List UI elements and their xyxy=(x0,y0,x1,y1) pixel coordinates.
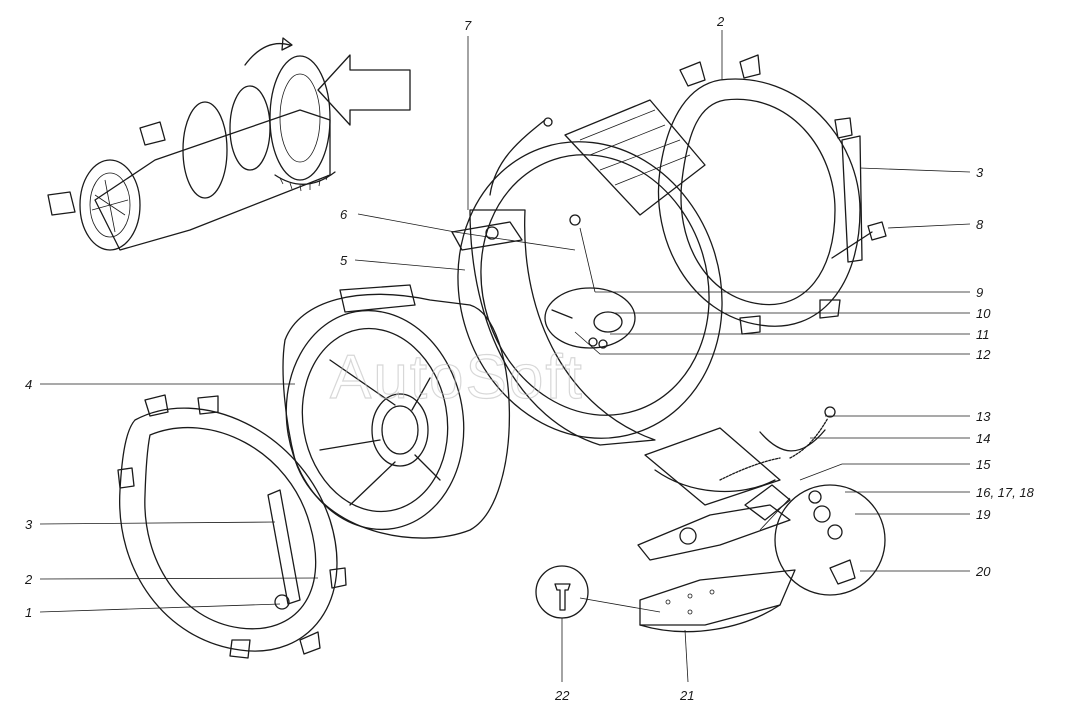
callout-22: 22 xyxy=(554,688,570,703)
callout-21: 21 xyxy=(679,688,694,703)
callout-2-top: 2 xyxy=(716,14,725,29)
callout-11: 11 xyxy=(976,327,990,342)
brake-drum xyxy=(451,99,723,446)
callout-8: 8 xyxy=(976,217,984,232)
callout-1: 1 xyxy=(25,605,32,620)
callout-19: 19 xyxy=(976,507,990,522)
callout-5: 5 xyxy=(340,253,348,268)
callout-12: 12 xyxy=(976,347,991,362)
callout-6: 6 xyxy=(340,207,348,222)
callout-9: 9 xyxy=(976,285,983,300)
callout-labels: 7 2 3 6 8 5 9 10 11 12 4 13 14 15 16, 17… xyxy=(24,14,1035,703)
callout-20: 20 xyxy=(975,564,991,579)
callout-7: 7 xyxy=(464,18,472,33)
watermark: AutoSoft xyxy=(330,343,584,412)
lever-bracket xyxy=(637,484,886,596)
callout-2-left: 2 xyxy=(24,572,33,587)
callout-3-left: 3 xyxy=(25,517,33,532)
rivet-22 xyxy=(535,565,589,619)
callout-13: 13 xyxy=(976,409,991,424)
overview-inset xyxy=(47,37,411,251)
callout-14: 14 xyxy=(976,431,990,446)
callout-16-17-18: 16, 17, 18 xyxy=(976,485,1035,500)
callout-10: 10 xyxy=(976,306,991,321)
ring-2-3-left xyxy=(117,394,347,659)
leader-lines xyxy=(39,30,971,683)
brake-shoe-21 xyxy=(639,569,796,633)
callout-3-right: 3 xyxy=(976,165,984,180)
callout-15: 15 xyxy=(976,457,991,472)
housing xyxy=(282,284,511,539)
callout-4: 4 xyxy=(25,377,32,392)
